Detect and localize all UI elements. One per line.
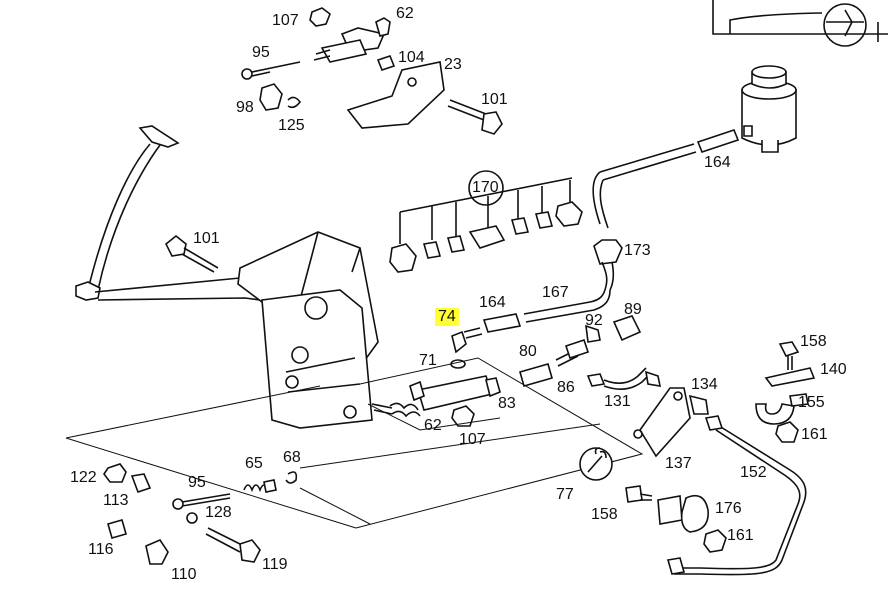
part-label-101: 101 xyxy=(481,91,508,108)
part-label-122: 122 xyxy=(70,469,97,486)
part-label-65: 65 xyxy=(245,455,263,472)
hose-164-top xyxy=(592,129,740,229)
part-label-161: 161 xyxy=(801,426,828,443)
part-label-107: 107 xyxy=(459,431,486,448)
washer-128 xyxy=(186,512,198,524)
nut-161-top xyxy=(775,421,799,443)
line-131 xyxy=(586,367,662,390)
part-label-71: 71 xyxy=(419,352,437,369)
pin-95-top xyxy=(241,61,301,80)
bolt-101-mid xyxy=(164,234,219,273)
part-label-95: 95 xyxy=(252,44,270,61)
part-label-101: 101 xyxy=(193,230,220,247)
part-label-89: 89 xyxy=(624,301,642,318)
line-152 xyxy=(666,415,807,576)
part-label-134: 134 xyxy=(691,376,718,393)
part-label-158: 158 xyxy=(591,506,618,523)
clamp-155 xyxy=(755,393,809,425)
union-80 xyxy=(519,338,590,387)
part-label-125: 125 xyxy=(278,117,305,134)
part-label-23: 23 xyxy=(444,56,462,73)
wrench-icon xyxy=(579,447,613,481)
grommet-173 xyxy=(593,239,623,291)
bolt-119 xyxy=(205,527,261,563)
part-label-119: 119 xyxy=(262,556,288,573)
fitting-74 xyxy=(451,327,483,354)
part-label-98: 98 xyxy=(236,99,254,116)
part-label-92: 92 xyxy=(585,312,603,329)
part-label-83: 83 xyxy=(498,395,516,412)
bushing-98 xyxy=(259,83,283,111)
part-label-77: 77 xyxy=(556,486,574,503)
part-label-113: 113 xyxy=(103,492,129,509)
part-label-173: 173 xyxy=(624,242,651,259)
seal-kit-170 xyxy=(389,170,583,273)
part-label-110: 110 xyxy=(171,566,197,583)
clip-68 xyxy=(285,471,298,484)
bolt-101-top xyxy=(447,99,503,135)
part-label-95: 95 xyxy=(188,474,206,491)
part-label-131: 131 xyxy=(604,393,631,410)
line-167 xyxy=(523,285,611,323)
bushing-113 xyxy=(130,473,152,494)
part-label-167: 167 xyxy=(542,284,569,301)
part-label-152: 152 xyxy=(740,464,767,481)
pin-95-bot xyxy=(172,493,231,510)
part-label-164: 164 xyxy=(479,294,506,311)
part-label-164: 164 xyxy=(704,154,731,171)
nut-122 xyxy=(103,463,127,483)
clip-125 xyxy=(287,96,302,109)
banjo-89 xyxy=(585,315,642,343)
part-label-74-highlighted[interactable]: 74 xyxy=(435,308,459,326)
bracket-176 xyxy=(657,494,709,533)
corner-logo xyxy=(712,0,888,47)
part-label-116: 116 xyxy=(88,541,114,558)
part-label-170: 170 xyxy=(472,179,499,196)
part-label-161: 161 xyxy=(727,527,754,544)
pedal-bracket xyxy=(237,231,379,429)
bracket-137 xyxy=(633,387,709,458)
part-label-140: 140 xyxy=(820,361,847,378)
part-label-104: 104 xyxy=(398,49,425,66)
part-label-62: 62 xyxy=(396,5,414,22)
exploded-frame xyxy=(65,357,644,529)
part-label-107: 107 xyxy=(272,12,299,29)
bolt-116 xyxy=(107,519,127,539)
slave-cylinder xyxy=(371,375,501,427)
plate-140 xyxy=(764,367,816,387)
hose-164-mid xyxy=(482,313,522,333)
part-label-68: 68 xyxy=(283,449,301,466)
fluid-reservoir xyxy=(741,65,797,153)
bolt-158-bot xyxy=(625,485,653,503)
bracket-23 xyxy=(346,61,445,129)
part-label-176: 176 xyxy=(715,500,742,517)
part-label-128: 128 xyxy=(205,504,232,521)
part-label-86: 86 xyxy=(557,379,575,396)
part-label-158: 158 xyxy=(800,333,827,350)
part-label-137: 137 xyxy=(665,455,692,472)
spring-65 xyxy=(243,479,277,493)
nut-161-bot xyxy=(703,529,727,553)
master-cylinder-top xyxy=(309,7,396,71)
part-label-155: 155 xyxy=(798,394,825,411)
part-label-80: 80 xyxy=(519,343,537,360)
nut-110 xyxy=(145,539,169,565)
part-label-62: 62 xyxy=(424,417,442,434)
bolt-158-top xyxy=(778,341,800,370)
